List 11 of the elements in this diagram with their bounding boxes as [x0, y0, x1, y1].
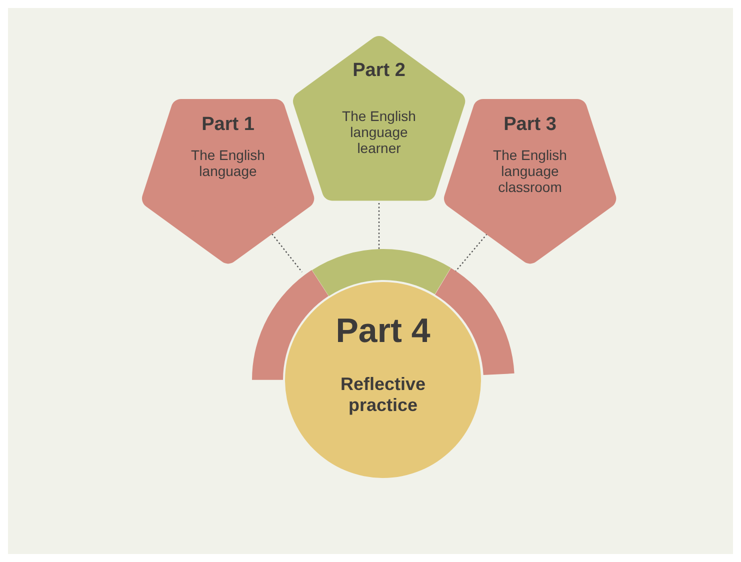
part-heading: Part 3	[502, 114, 558, 136]
dotted-connector	[272, 234, 302, 272]
part-description: The English language classroom	[492, 146, 568, 196]
part-heading: Part 1	[200, 114, 256, 136]
dotted-connector	[454, 234, 488, 272]
part-heading: Part 2	[352, 60, 406, 82]
dotted-connector	[378, 203, 380, 250]
part-title: Reflective practice	[339, 374, 427, 416]
part-description: The English language learner	[341, 108, 417, 156]
part-heading: Part 4	[334, 312, 432, 352]
part-description: The English language	[190, 146, 266, 180]
